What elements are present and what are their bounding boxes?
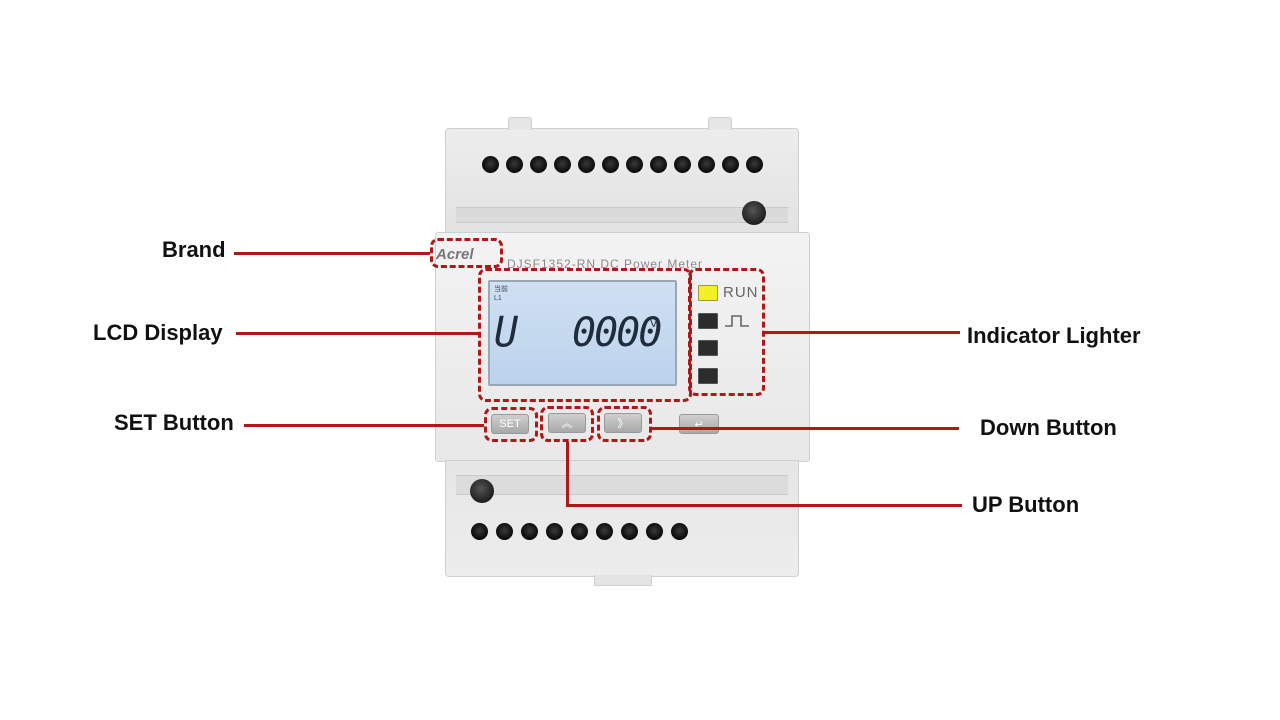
- lcd-leader-line: [236, 332, 478, 335]
- run-label: RUN: [723, 284, 759, 301]
- terminal-hole: [621, 523, 638, 540]
- down-leader-line: [652, 427, 959, 430]
- enter-button[interactable]: ↵: [679, 414, 719, 434]
- set-leader-line: [244, 424, 484, 427]
- indicator-callout-label: Indicator Lighter: [967, 323, 1141, 348]
- terminal-hole: [626, 156, 643, 173]
- terminal-ridge: [456, 475, 788, 495]
- pulse-led: [698, 313, 718, 329]
- lcd-top-label: 当前: [494, 286, 508, 293]
- meter-bottom-terminal-block: [445, 460, 799, 586]
- lcd-mode-symbol: U: [494, 308, 519, 358]
- mount-tab: [708, 117, 732, 130]
- set-callout-label: SET Button: [114, 410, 234, 435]
- set-button[interactable]: SET: [491, 414, 529, 434]
- brand-callout-label: Brand: [162, 237, 226, 262]
- terminal-hole: [521, 523, 538, 540]
- terminal-ridge: [456, 207, 788, 223]
- terminal-hole: [602, 156, 619, 173]
- meter-top-terminal-block: [445, 117, 799, 235]
- indicator-highlight: [688, 268, 765, 396]
- mount-tab: [508, 117, 532, 130]
- up-leader-line-horizontal: [566, 504, 962, 507]
- brand-text: Acrel: [436, 246, 474, 263]
- terminal-hole: [506, 156, 523, 173]
- terminal-hole: [482, 156, 499, 173]
- terminal-hole: [646, 523, 663, 540]
- terminal-hole: [674, 156, 691, 173]
- set-button-highlight: [484, 407, 538, 442]
- terminal-hole: [471, 523, 488, 540]
- down-callout-label: Down Button: [980, 415, 1117, 440]
- down-button[interactable]: 》: [604, 413, 642, 433]
- down-button-highlight: [597, 406, 652, 442]
- din-clip: [594, 575, 652, 586]
- terminal-hole: [530, 156, 547, 173]
- lcd-unit: V: [650, 318, 658, 330]
- terminal-hole: [650, 156, 667, 173]
- terminal-hole: [496, 523, 513, 540]
- model-name: DJSF1352-RN DC Power Meter: [507, 257, 704, 271]
- screw: [470, 479, 494, 503]
- up-callout-label: UP Button: [972, 492, 1080, 517]
- up-leader-line-vertical: [566, 442, 569, 506]
- indicator-led: [698, 340, 718, 356]
- lcd-reading: 0000: [572, 310, 662, 356]
- terminal-hole: [698, 156, 715, 173]
- brand-logo: Acrel: [436, 246, 474, 263]
- screw: [742, 201, 766, 225]
- terminal-hole: [746, 156, 763, 173]
- terminal-hole: [571, 523, 588, 540]
- indicator-led: [698, 368, 718, 384]
- lcd-callout-label: LCD Display: [93, 320, 223, 345]
- terminal-hole: [546, 523, 563, 540]
- lcd-phase-label: L1: [494, 295, 502, 302]
- terminal-hole: [596, 523, 613, 540]
- brand-leader-line: [234, 252, 430, 255]
- run-led: [698, 285, 718, 301]
- up-button-highlight: [540, 406, 594, 442]
- lcd-screen: 当前 L1 U 0000 V: [488, 280, 677, 386]
- up-button[interactable]: ︽: [548, 413, 586, 433]
- lcd-highlight: [478, 268, 692, 402]
- terminal-hole: [554, 156, 571, 173]
- terminal-hole: [671, 523, 688, 540]
- indicator-leader-line: [764, 331, 960, 334]
- brand-highlight: [430, 238, 503, 268]
- pulse-icon: [725, 315, 749, 327]
- terminal-hole: [578, 156, 595, 173]
- terminal-hole: [722, 156, 739, 173]
